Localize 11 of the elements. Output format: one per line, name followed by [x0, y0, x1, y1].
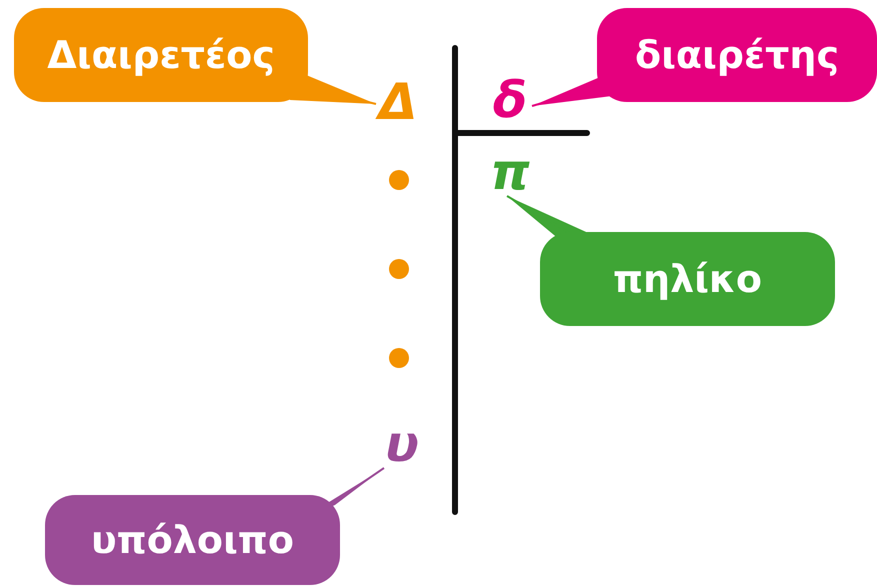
bubble-label: διαιρέτης [634, 33, 839, 77]
math-symbol: δ [488, 76, 532, 124]
bubble-label: πηλίκο [612, 257, 762, 301]
speech-bubble [14, 8, 308, 102]
math-symbol: π [488, 148, 532, 196]
speech-bubble [45, 495, 340, 585]
math-symbol: Δ [376, 78, 420, 126]
bubble-label: Διαιρετέος [47, 33, 275, 77]
bubble-label: υπόλοιπο [91, 518, 294, 562]
speech-bubble [597, 8, 877, 102]
math-symbol: υ [382, 420, 422, 468]
